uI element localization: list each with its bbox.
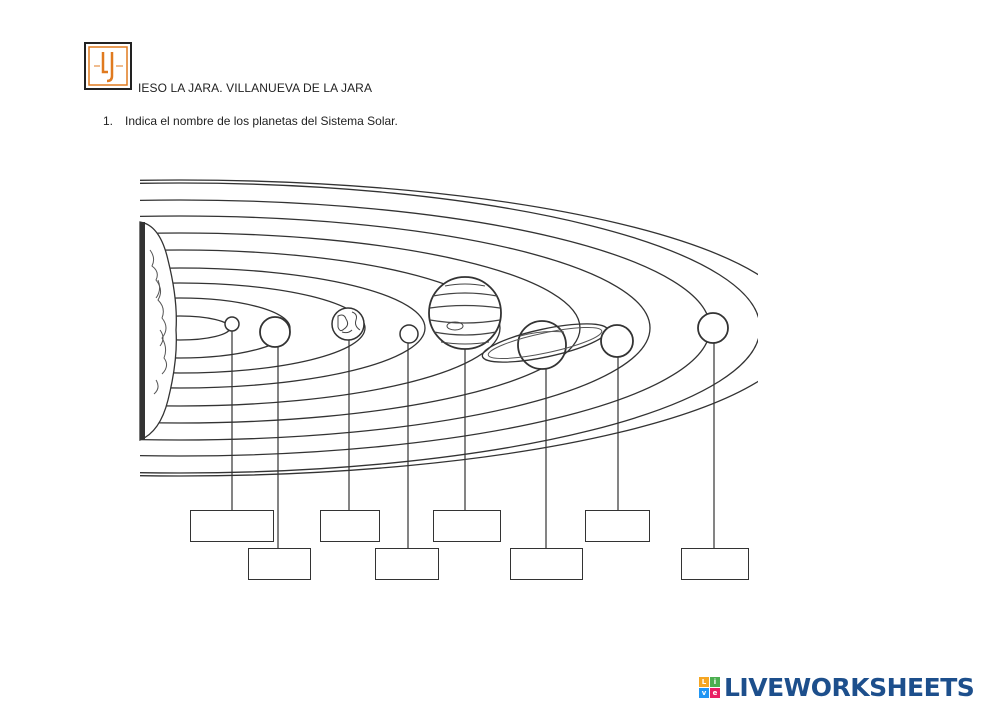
logo-letter: i	[710, 676, 720, 687]
brand-text: LIVEWORKSHEETS	[724, 672, 975, 702]
earth-icon	[331, 307, 365, 341]
answer-box-neptune[interactable]	[681, 548, 749, 580]
uranus-icon	[600, 324, 634, 358]
answer-box-jupiter[interactable]	[433, 510, 501, 542]
instruction-number: 1.	[103, 114, 114, 128]
answer-box-earth[interactable]	[320, 510, 380, 542]
venus-icon	[259, 316, 291, 348]
answer-box-uranus[interactable]	[585, 510, 650, 542]
answer-box-mars[interactable]	[375, 548, 439, 580]
answer-box-mercury[interactable]	[190, 510, 274, 542]
neptune-icon	[697, 312, 729, 344]
mercury-icon	[224, 316, 240, 332]
logo-letter: L	[699, 676, 709, 687]
instruction-text: Indica el nombre de los planetas del Sis…	[125, 114, 398, 128]
liveworksheets-logo-icon: L i v e	[699, 676, 720, 698]
logo-mark	[88, 46, 128, 86]
jupiter-icon	[428, 276, 502, 350]
logo-letter: e	[710, 687, 720, 698]
school-logo-icon	[84, 42, 132, 90]
answer-box-saturn[interactable]	[510, 548, 583, 580]
sun-icon	[139, 221, 177, 441]
orbits	[140, 179, 758, 477]
mars-icon	[399, 324, 419, 344]
leader-lines	[231, 331, 715, 548]
saturn-icon	[481, 320, 609, 370]
liveworksheets-brand: L i v e LIVEWORKSHEETS	[699, 672, 975, 702]
school-name: IESO LA JARA. VILLANUEVA DE LA JARA	[138, 81, 373, 95]
answer-box-venus[interactable]	[248, 548, 311, 580]
logo-letter: v	[699, 687, 709, 698]
instruction: 1. Indica el nombre de los planetas del S…	[103, 114, 398, 128]
